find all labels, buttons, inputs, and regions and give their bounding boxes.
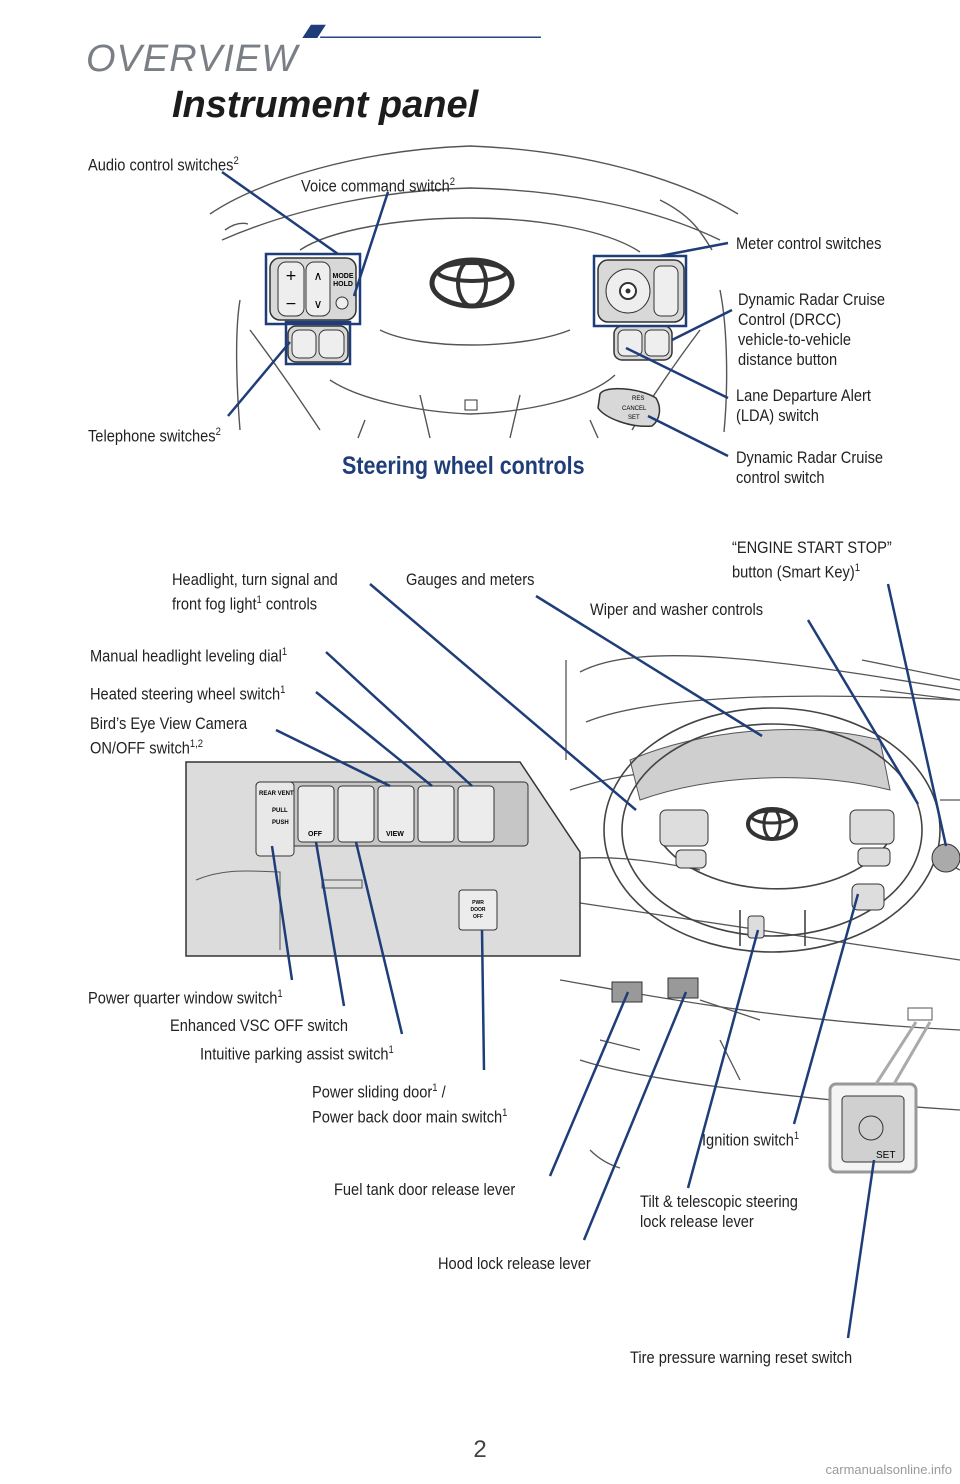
label-wiper-washer: Wiper and washer controls (590, 600, 764, 619)
res-button-text: RES (632, 396, 644, 402)
label-tilt-telescopic: Tilt & telescopic steering lock release … (640, 1192, 798, 1231)
label-tire-pressure-reset: Tire pressure warning reset switch (630, 1348, 853, 1367)
cancel-button-text: CANCEL (622, 406, 647, 412)
svg-text:∧: ∧ (314, 269, 323, 283)
audio-switch-cluster: + − ∧ ∨ MODE HOLD (269, 257, 357, 363)
label-drcc-distance-button: Dynamic Radar Cruise Control (DRCC) vehi… (738, 290, 886, 369)
label-birds-eye-camera: Bird’s Eye View Camera ON/OFF switch1,2 (90, 714, 248, 758)
door-text: DOOR (471, 907, 486, 913)
title-bar-graphic (302, 24, 541, 38)
view-text: VIEW (386, 831, 404, 838)
watermark: carmanualsonline.info (825, 1462, 952, 1477)
hold-button-text: HOLD (333, 281, 353, 288)
label-voice-command-switch: Voice command switch2 (301, 176, 455, 196)
door-off-text: OFF (473, 914, 483, 920)
label-cruise-control-switch: Dynamic Radar Cruise control switch (736, 448, 884, 487)
label-power-sliding-door: Power sliding door1 / Power back door ma… (312, 1082, 508, 1127)
svg-text:−: − (285, 296, 297, 312)
label-lda-switch: Lane Departure Alert (LDA) switch (736, 386, 871, 425)
section-heading: OVERVIEW (86, 38, 299, 80)
label-vsc-off: Enhanced VSC OFF switch (170, 1016, 348, 1035)
label-ignition-switch: Ignition switch1 (702, 1130, 800, 1150)
steering-wheel-caption: Steering wheel controls (342, 452, 585, 480)
label-gauges-and-meters: Gauges and meters (406, 570, 535, 589)
label-heated-steering: Heated steering wheel switch1 (90, 684, 286, 704)
instrument-panel-illustration: REAR VENT PULL PUSH OFF VIEW PWR DOOR OF… (185, 583, 960, 1339)
label-fuel-door-lever: Fuel tank door release lever (334, 1180, 516, 1199)
page-title: Instrument panel (172, 84, 479, 126)
pwr-text: PWR (472, 900, 484, 906)
set-button-text: SET (628, 415, 640, 421)
label-meter-control-switches: Meter control switches (736, 234, 882, 253)
pull-text: PULL (272, 808, 288, 814)
rear-vent-text: REAR VENT (259, 791, 294, 797)
meter-switch-cluster: RES CANCEL SET (597, 259, 685, 427)
label-headlight-leveling: Manual headlight leveling dial1 (90, 646, 288, 666)
label-engine-start-stop: “ENGINE START STOP” button (Smart Key)1 (732, 538, 892, 582)
mode-button-text: MODE (333, 273, 354, 280)
label-telephone-switches: Telephone switches2 (88, 426, 221, 446)
label-hood-lock: Hood lock release lever (438, 1254, 591, 1273)
label-audio-control-switches: Audio control switches2 (88, 155, 239, 175)
label-headlight-controls: Headlight, turn signal and front fog lig… (172, 570, 338, 614)
page-number: 2 (473, 1436, 487, 1463)
tpms-set-text: SET (876, 1150, 895, 1161)
push-text: PUSH (272, 820, 289, 826)
svg-text:+: + (285, 268, 297, 284)
label-parking-assist: Intuitive parking assist switch1 (200, 1044, 394, 1064)
svg-text:∨: ∨ (314, 297, 323, 311)
steering-wheel-illustration: + − ∧ ∨ MODE HOLD RES CANCEL SET (209, 145, 739, 458)
label-quarter-window: Power quarter window switch1 (88, 988, 283, 1008)
vsc-off-text: OFF (308, 831, 323, 838)
